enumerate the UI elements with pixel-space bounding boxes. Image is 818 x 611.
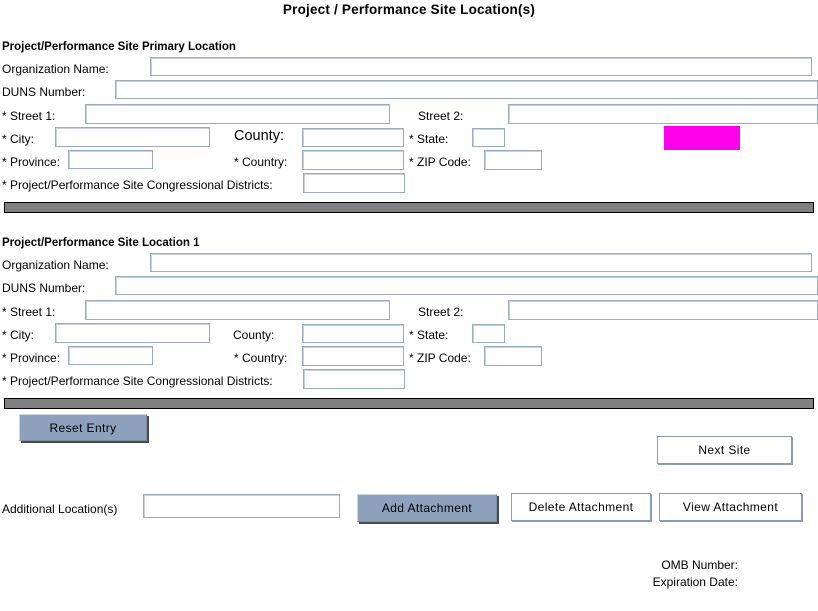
additional-locations-label: Additional Location(s) (2, 502, 118, 516)
location1-organization-name-label: Organization Name: (2, 258, 109, 272)
primary-organization-name-input[interactable] (150, 57, 812, 76)
primary-county-label: County: (234, 128, 284, 144)
primary-province-input[interactable] (68, 150, 153, 169)
primary-street2-label: Street 2: (418, 109, 464, 123)
location1-duns-number-label: DUNS Number: (2, 281, 86, 295)
add-attachment-button[interactable]: Add Attachment (357, 494, 497, 522)
location1-country-input[interactable] (302, 346, 404, 366)
location1-heading: Project/Performance Site Location 1 (2, 237, 200, 249)
section-divider-bar-1 (4, 202, 814, 213)
location1-zip-label: * ZIP Code: (409, 351, 471, 365)
location1-districts-label: * Project/Performance Site Congressional… (2, 374, 273, 388)
primary-zip-label: * ZIP Code: (409, 155, 471, 169)
primary-city-label: * City: (2, 132, 35, 146)
primary-zip-input[interactable] (484, 150, 542, 170)
location1-street1-label: * Street 1: (2, 305, 56, 319)
view-attachment-button[interactable]: View Attachment (659, 493, 802, 521)
primary-street2-input[interactable] (508, 104, 818, 124)
primary-country-input[interactable] (302, 150, 404, 170)
location1-street2-label: Street 2: (418, 305, 464, 319)
primary-county-input[interactable] (302, 128, 404, 147)
location1-county-input[interactable] (302, 324, 404, 343)
location1-province-label: * Province: (2, 351, 61, 365)
primary-organization-name-label: Organization Name: (2, 62, 109, 76)
next-site-button[interactable]: Next Site (657, 436, 792, 464)
primary-province-label: * Province: (2, 155, 61, 169)
location1-city-label: * City: (2, 328, 35, 342)
location1-districts-input[interactable] (303, 369, 405, 389)
location1-state-input[interactable] (472, 324, 505, 343)
page-title: Project / Performance Site Location(s) (282, 2, 536, 17)
primary-duns-number-label: DUNS Number: (2, 85, 86, 99)
additional-locations-input[interactable] (143, 494, 340, 518)
location1-zip-input[interactable] (484, 346, 542, 366)
location1-state-label: * State: (409, 328, 449, 342)
location1-county-label: County: (233, 328, 275, 342)
location1-duns-number-input[interactable] (115, 276, 818, 295)
primary-districts-label: * Project/Performance Site Congressional… (2, 178, 273, 192)
primary-districts-input[interactable] (303, 173, 405, 193)
location1-street2-input[interactable] (508, 300, 818, 320)
primary-location-heading: Project/Performance Site Primary Locatio… (2, 41, 236, 53)
primary-street1-label: * Street 1: (2, 109, 56, 123)
primary-city-input[interactable] (55, 127, 210, 147)
primary-state-label: * State: (409, 132, 449, 146)
location1-city-input[interactable] (55, 323, 210, 343)
primary-duns-number-input[interactable] (115, 80, 818, 99)
primary-country-label: * Country: (234, 155, 288, 169)
magenta-highlight-block (664, 126, 740, 150)
omb-number-label: OMB Number: (661, 558, 738, 572)
delete-attachment-button[interactable]: Delete Attachment (511, 493, 651, 521)
expiration-date-label: Expiration Date: (652, 575, 738, 589)
section-divider-bar-2 (4, 398, 814, 409)
location1-organization-name-input[interactable] (150, 253, 812, 272)
location1-country-label: * Country: (234, 351, 288, 365)
reset-entry-button[interactable]: Reset Entry (19, 414, 147, 441)
location1-street1-input[interactable] (85, 300, 390, 320)
primary-state-input[interactable] (472, 128, 505, 147)
primary-street1-input[interactable] (85, 104, 390, 124)
location1-province-input[interactable] (68, 346, 153, 365)
